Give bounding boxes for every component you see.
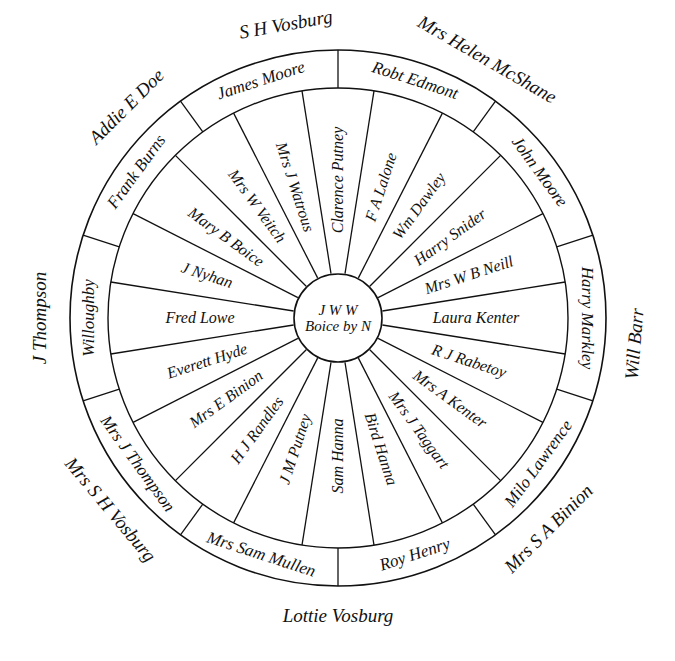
- rim-segment: Frank Burns: [104, 131, 170, 212]
- spoke-segment: Everett Hyde: [164, 339, 249, 381]
- spoke-segment: Fred Lowe: [165, 309, 234, 327]
- signature-name: Everett Hyde: [164, 339, 249, 381]
- rim-divider: [337, 50, 338, 88]
- rim-divider: [473, 101, 495, 132]
- rim-divider: [181, 504, 203, 535]
- spoke-line: [302, 362, 331, 545]
- spoke-line: [382, 282, 565, 311]
- signature-name: F A Lalone: [361, 150, 400, 223]
- signature-label: Lottie Vosburg: [283, 606, 394, 627]
- rim-segment: James Moore: [215, 58, 308, 104]
- spoke-segment: Bird Hanna: [361, 411, 401, 488]
- signature-name: Sam Hanna: [329, 418, 347, 493]
- signature-name: Mrs Sam Mullen: [204, 528, 318, 581]
- signature-name: John Moore: [508, 133, 571, 210]
- rim-divider: [557, 235, 593, 247]
- spoke-line: [345, 362, 374, 545]
- spoke-lines: [83, 50, 593, 586]
- spoke-segment: Clarence Putney: [329, 127, 347, 233]
- inner-rim: [108, 88, 568, 548]
- signature-name: J M Putney: [276, 412, 315, 487]
- signature-name: Clarence Putney: [329, 127, 347, 233]
- spoke-segment: Mrs W B Neill: [423, 253, 516, 298]
- spoke-segment: Sam Hanna: [329, 418, 347, 493]
- rim-segment: Roy Henry: [377, 535, 452, 575]
- signature-name: James Moore: [215, 58, 308, 104]
- spoke-segment: J M Putney: [276, 412, 315, 487]
- rim-segment: John Moore: [508, 133, 571, 210]
- signature-label: J Thompson: [30, 272, 51, 364]
- rim-divider: [557, 389, 593, 401]
- spoke-line: [345, 91, 374, 274]
- signature-name: R J Rabetoy: [430, 340, 509, 381]
- rim-divider: [181, 101, 203, 132]
- spoke-segment: R J Rabetoy: [430, 340, 509, 381]
- signature-name: Robt Edmont: [370, 59, 461, 104]
- signature-name: Willoughby: [80, 279, 99, 356]
- signature-name: H J Randles: [227, 393, 287, 467]
- spoke-segment: H J Randles: [227, 393, 287, 467]
- signature-name: Mrs W B Neill: [423, 253, 516, 298]
- rim-divider: [83, 235, 119, 247]
- spoke-line: [111, 325, 294, 354]
- outer-signature: J Thompson: [30, 272, 51, 364]
- spoke-line: [111, 282, 294, 311]
- spoke-line: [302, 91, 331, 274]
- outer-signature: S H Vosburg: [238, 6, 335, 43]
- center-name: J W W Boice by N: [301, 302, 375, 335]
- signature-label: S H Vosburg: [238, 6, 335, 43]
- rim-divider: [473, 504, 495, 535]
- signature-name: Frank Burns: [104, 131, 170, 212]
- spoke-segment: Laura Kenter: [433, 309, 520, 327]
- rim-segment: Willoughby: [80, 279, 99, 356]
- spoke-segment: J Nyhan: [179, 259, 235, 292]
- signature-name: Roy Henry: [377, 535, 452, 575]
- signature-name: Harry Markley: [578, 267, 597, 369]
- rim-segment: Harry Markley: [578, 267, 597, 369]
- signature-name: Fred Lowe: [165, 309, 234, 327]
- center-circle: J W W Boice by N: [293, 273, 383, 363]
- signature-label: Will Barr: [621, 308, 648, 381]
- spoke-line: [382, 325, 565, 354]
- rim-divider: [83, 389, 119, 401]
- signature-name: Mrs J Watrous: [273, 140, 318, 234]
- spoke-segment: F A Lalone: [361, 150, 400, 223]
- rim-segment: Robt Edmont: [370, 59, 461, 104]
- signature-name: Laura Kenter: [433, 309, 520, 327]
- outer-signature: Lottie Vosburg: [283, 606, 394, 627]
- rim-segment: Mrs Sam Mullen: [204, 528, 318, 581]
- signature-name: J Nyhan: [179, 259, 235, 292]
- rim-divider: [337, 548, 338, 586]
- signature-name: Bird Hanna: [361, 411, 401, 488]
- outer-signature: Will Barr: [621, 308, 648, 381]
- outer-rim: [70, 50, 606, 586]
- spoke-segment: Mrs J Watrous: [273, 140, 318, 234]
